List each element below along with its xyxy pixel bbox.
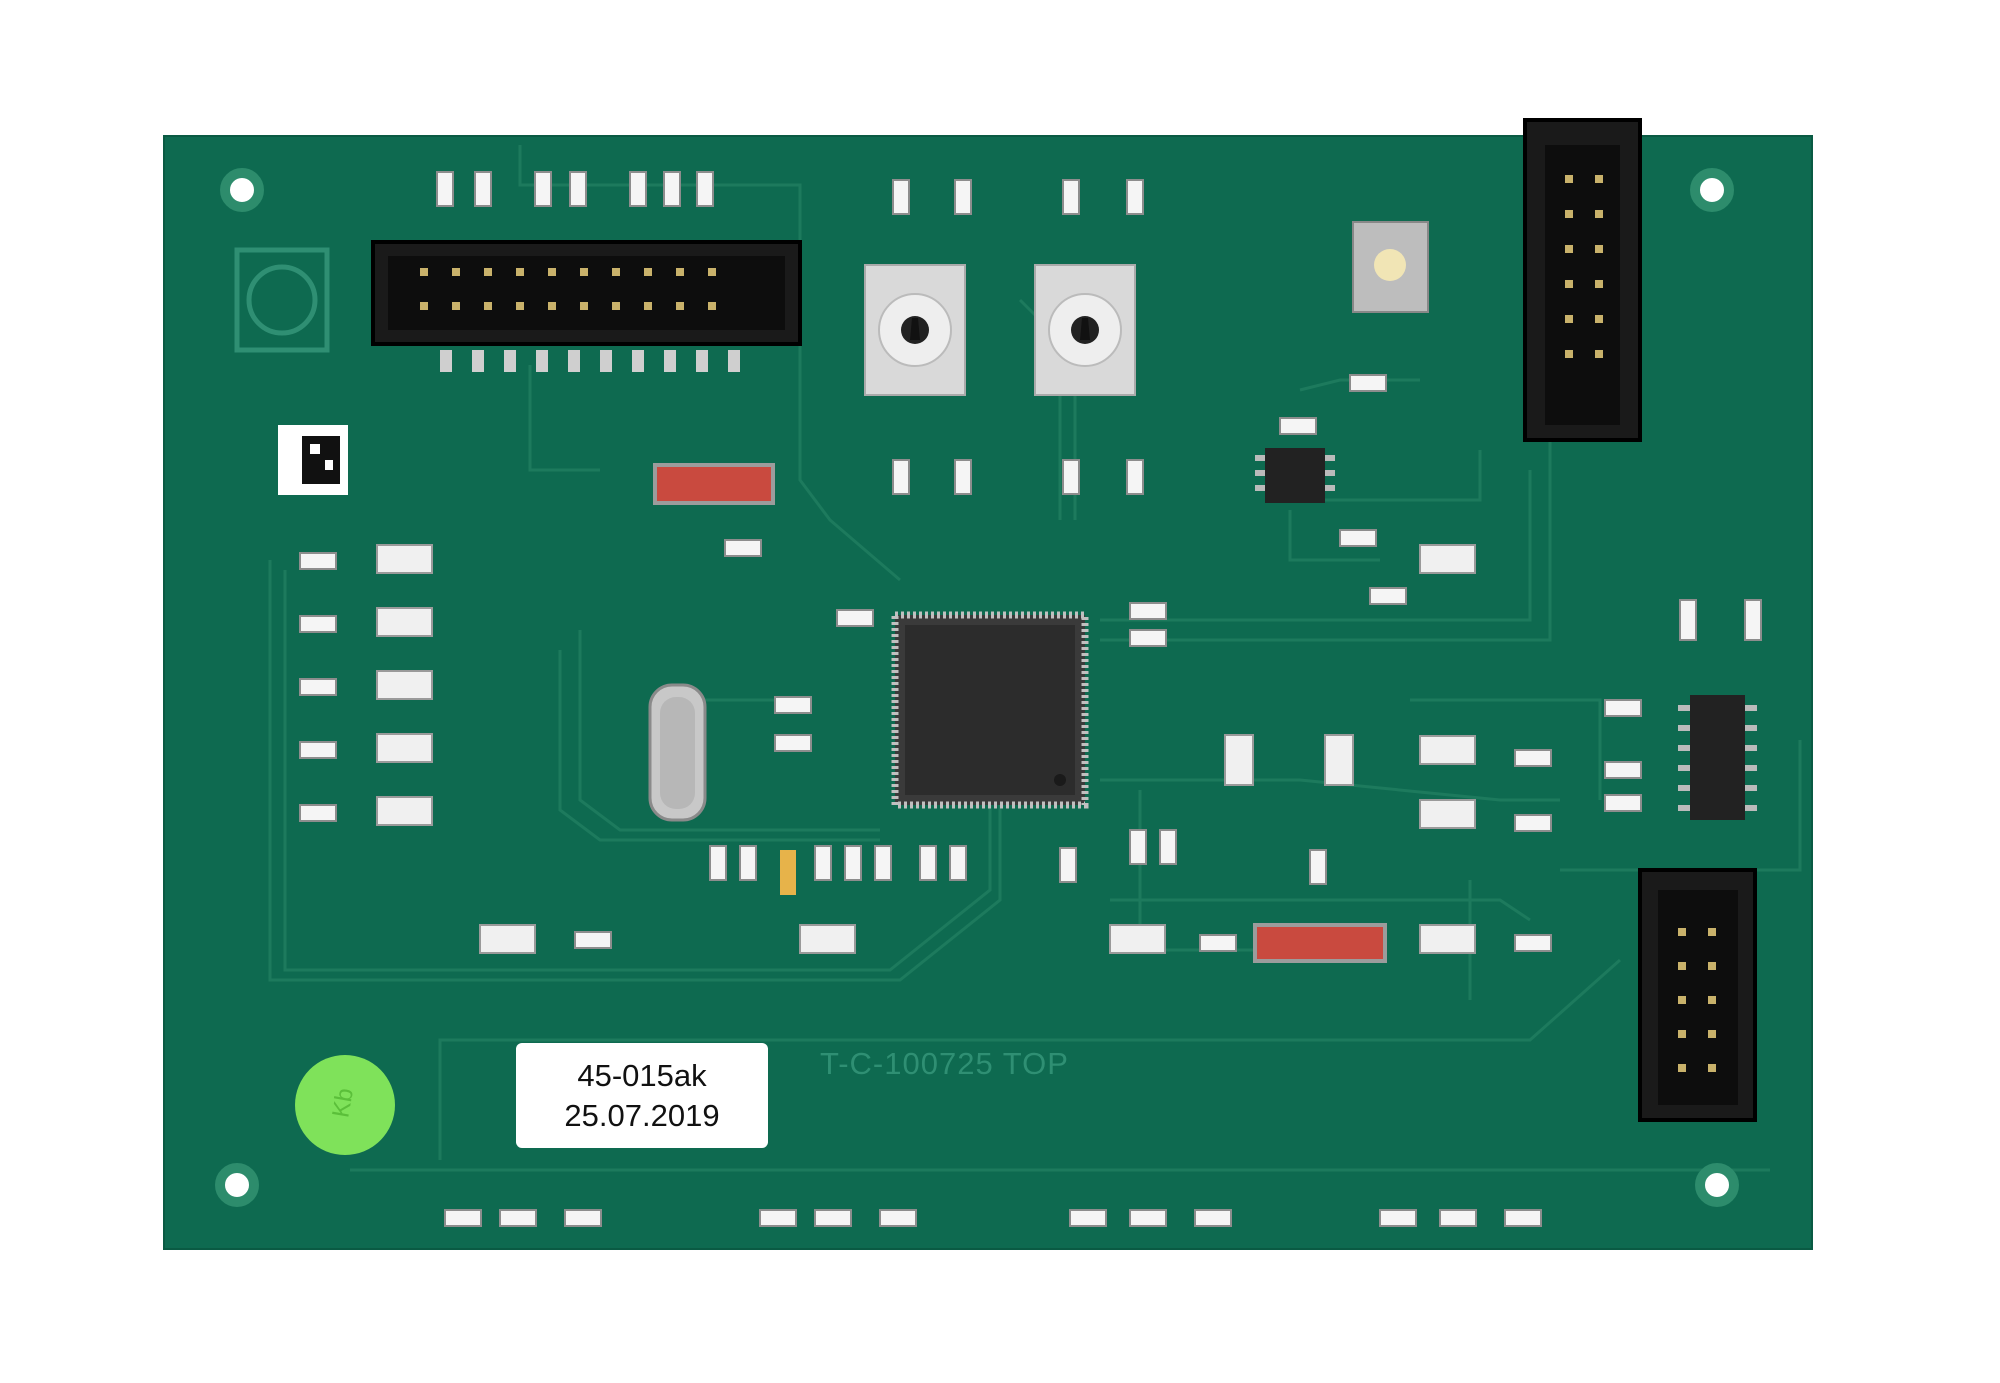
smd-resistors [299,374,1642,1227]
microcontroller-chip [891,611,1089,809]
inspection-sticker: Kb [295,1055,395,1155]
rotary-switch-1 [864,264,966,396]
silkscreen-board-id: T-C-100725 TOP [820,1046,1069,1081]
crystal-oscillator [648,683,707,822]
rs232-transceiver-chip [1678,695,1757,820]
eeprom-chip [1255,448,1335,503]
label-date: 25.07.2019 [564,1097,720,1133]
tactile-pushbutton [1352,221,1429,313]
slide-switch-2 [1253,923,1387,963]
ribbon-header-bottom-right [1638,868,1757,1122]
mounting-hole-top-left [220,168,264,212]
manufacturer-logo [234,247,330,353]
tantalum-capacitor [780,850,796,895]
vertical-resistors [436,171,1762,885]
ribbon-header-right [1523,118,1642,442]
mounting-hole-bottom-right [1695,1163,1739,1207]
label-part-number: 45-015ak [577,1057,707,1093]
mounting-hole-bottom-left [215,1163,259,1207]
led-column [376,544,1476,954]
ribbon-header-large [371,240,802,372]
slide-switch-1 [653,463,775,505]
sticker-text: Kb [327,1086,360,1120]
header-pins [420,268,716,310]
rotary-switch-2 [1034,264,1136,396]
datamatrix-code [278,425,348,495]
serial-label: 45-015ak 25.07.2019 [516,1043,768,1148]
mounting-hole-top-right [1690,168,1734,212]
